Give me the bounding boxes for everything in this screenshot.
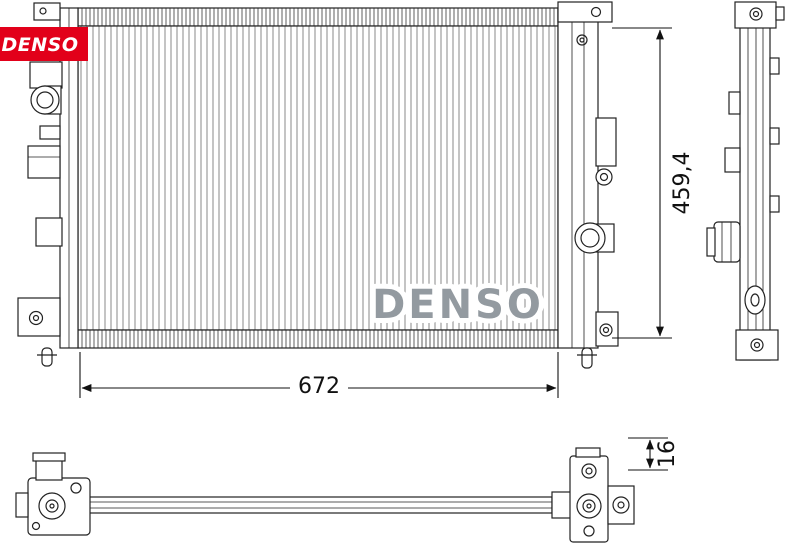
width-dimension-label: 672	[298, 374, 340, 399]
bottom-view	[15, 447, 635, 543]
side-right-tab-2	[769, 127, 780, 145]
logo-background	[0, 27, 88, 61]
side-right-tab-3	[769, 195, 780, 213]
core-top-header	[77, 7, 559, 27]
height-dimension: 459,4	[612, 27, 695, 339]
right-foot-bracket	[595, 311, 619, 347]
side-hose-connector	[706, 221, 741, 263]
height-dimension-label: 459,4	[670, 152, 695, 215]
thickness-dimension-label: 16	[655, 440, 680, 468]
logo-text: DENSO	[2, 34, 79, 56]
side-bottom-bracket	[735, 329, 779, 361]
left-tank	[17, 2, 79, 367]
left-mid-bracket	[27, 145, 61, 179]
filler-neck	[574, 222, 606, 254]
left-lower-step	[35, 217, 63, 247]
thickness-dimension: 16	[628, 437, 680, 471]
dimensions: 459,4 672 16	[79, 27, 695, 471]
watermark-text: DENSO	[372, 282, 544, 328]
side-left-tab-upper	[728, 91, 741, 115]
width-dimension: 672	[79, 352, 559, 399]
right-mid-bracket	[595, 117, 617, 167]
radiator-core	[77, 7, 559, 349]
left-end-fitting	[15, 452, 91, 536]
left-top-bracket	[33, 2, 61, 21]
crossmember-tube	[87, 496, 553, 514]
mounting-peg-right	[577, 347, 597, 369]
front-view	[17, 1, 619, 369]
watermark-halo: DENSO	[372, 282, 544, 328]
left-upper-step	[29, 61, 63, 89]
denso-watermark: DENSO DENSO	[367, 277, 546, 333]
core-fins	[77, 25, 559, 331]
core-bottom-header	[77, 329, 559, 349]
mounting-peg-left	[37, 347, 57, 367]
side-top-bracket	[734, 1, 785, 29]
right-tank	[557, 1, 619, 369]
side-left-tab-mid	[724, 147, 741, 173]
inlet-port	[30, 85, 60, 115]
side-oval-detail	[744, 285, 766, 315]
denso-logo: DENSO	[0, 27, 88, 61]
side-right-tab-1	[769, 57, 780, 75]
right-end-fitting	[551, 447, 635, 543]
right-top-bracket	[557, 1, 613, 23]
side-view	[706, 1, 785, 361]
left-foot-bracket	[17, 297, 61, 337]
